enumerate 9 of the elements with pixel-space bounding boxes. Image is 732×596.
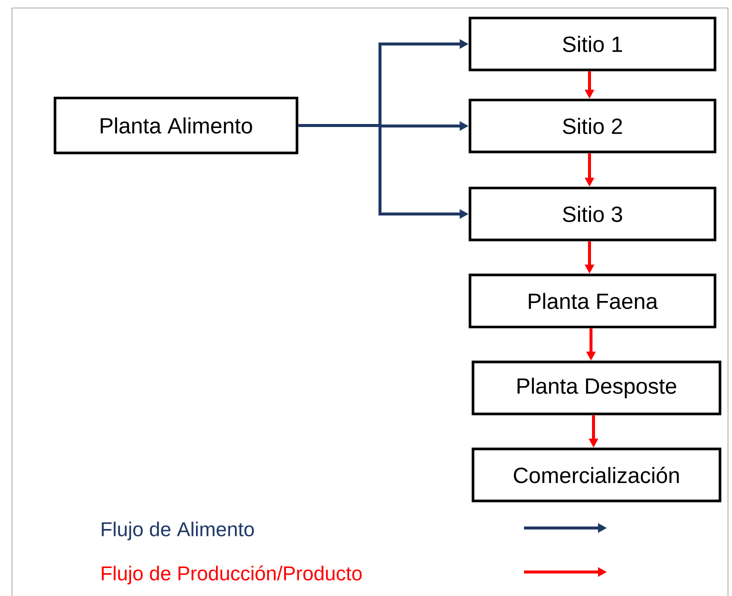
legend-text: Flujo de Producción/Producto bbox=[102, 566, 362, 584]
process-box: Planta Alimento bbox=[54, 96, 298, 154]
legend-text: Flujo de Alimento bbox=[102, 522, 254, 540]
process-box: Planta Faena bbox=[468, 274, 716, 328]
process-box: Sitio 2 bbox=[468, 98, 716, 154]
process-box: Sitio 1 bbox=[468, 16, 716, 72]
process-box: Sitio 3 bbox=[468, 186, 716, 242]
process-box: Comercialización bbox=[472, 448, 722, 502]
process-box: Planta Desposte bbox=[472, 360, 722, 416]
